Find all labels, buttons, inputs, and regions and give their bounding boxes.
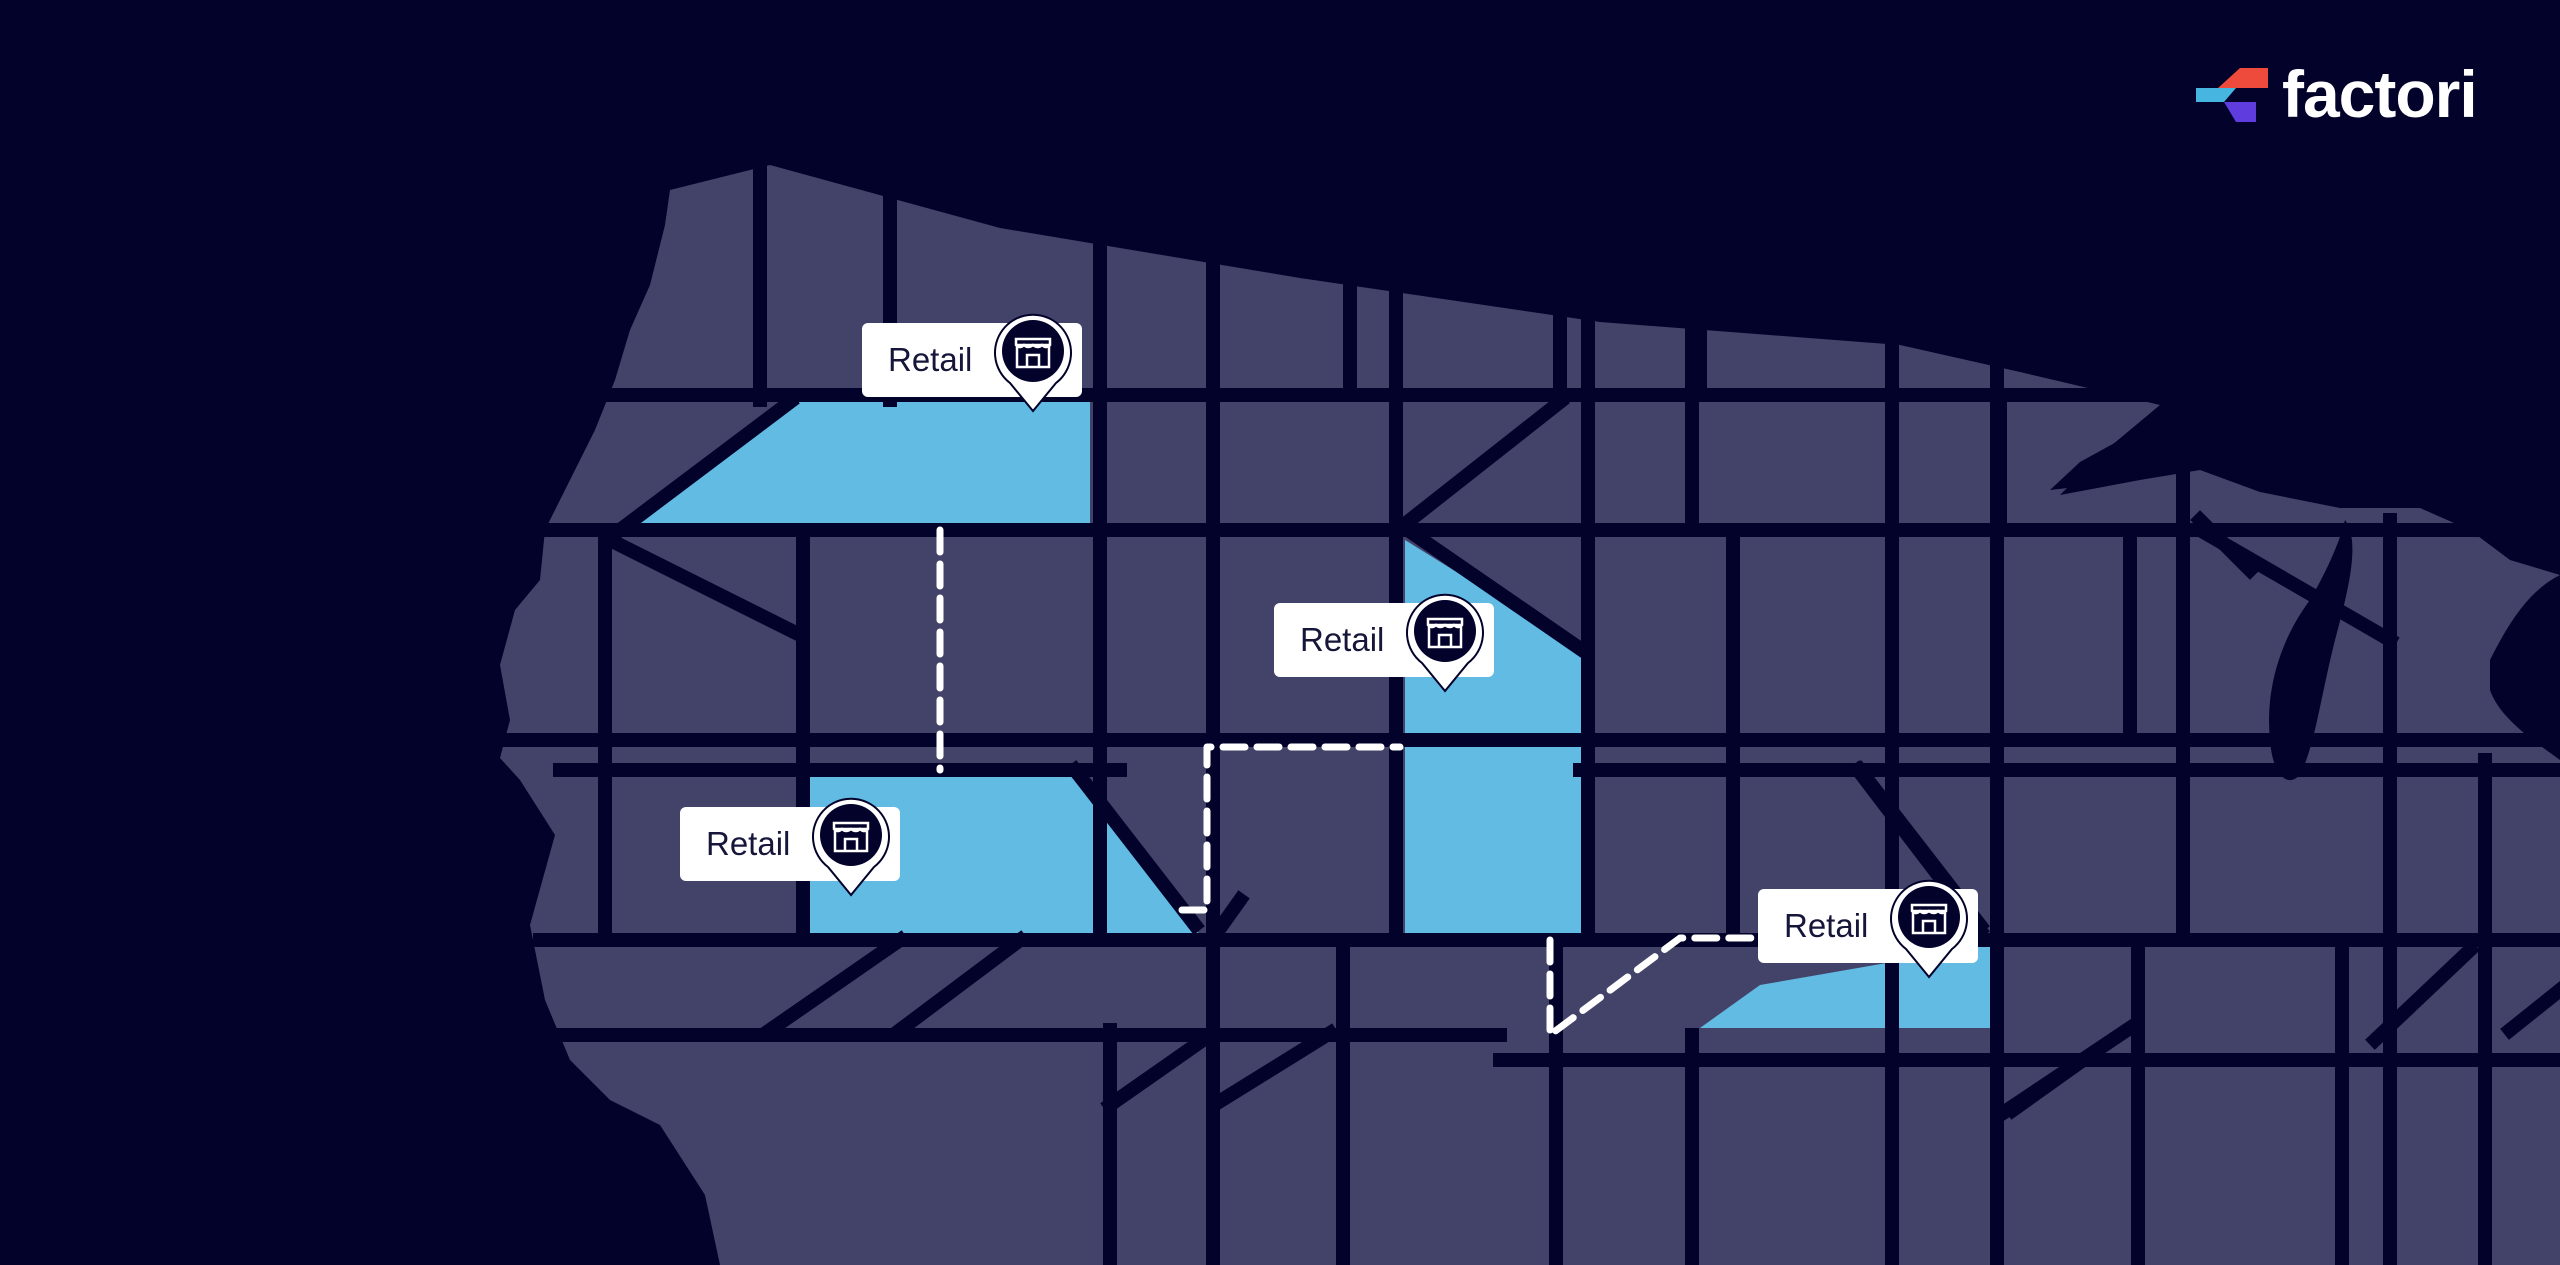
road-segment — [1203, 890, 1250, 948]
routes — [936, 526, 1764, 1039]
storefront-icon — [1890, 879, 1968, 979]
brand-name: factori — [2282, 57, 2478, 131]
brand-logo: factori — [2196, 57, 2478, 131]
road-segment — [1395, 518, 1592, 660]
road-segment — [2365, 940, 2480, 1050]
road-segment — [610, 392, 800, 540]
lake-huron — [2490, 575, 2560, 760]
storefront-icon — [812, 797, 890, 897]
road-segment — [1990, 1018, 2140, 1125]
road-segment — [1390, 392, 1570, 538]
region-4 — [1700, 945, 1990, 1028]
road-segment — [1212, 1023, 1340, 1110]
road-segment — [600, 530, 810, 645]
storefront-icon — [994, 313, 1072, 413]
road-segment — [2190, 510, 2260, 580]
road-segment — [1100, 1025, 1220, 1115]
lake-michigan — [2269, 520, 2353, 781]
road-segment — [890, 930, 1030, 1040]
route-2 — [1178, 743, 1404, 914]
region-1 — [620, 402, 1090, 530]
road-segment — [1065, 760, 1205, 935]
route-3 — [1546, 934, 1764, 1039]
lake-superior — [2050, 405, 2180, 490]
storefront-icon — [1406, 593, 1484, 693]
road-segment — [760, 930, 910, 1040]
road-segment — [2500, 981, 2560, 1040]
factori-logo-mark — [2196, 68, 2268, 122]
